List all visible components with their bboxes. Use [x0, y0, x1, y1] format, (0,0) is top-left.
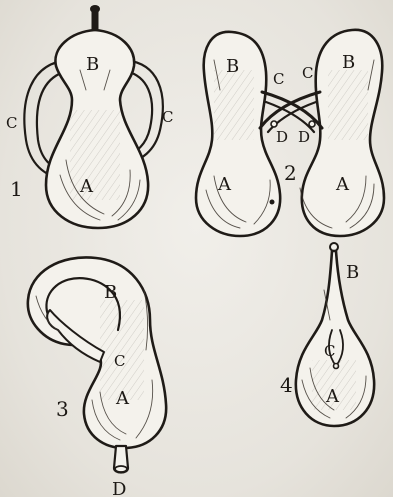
fig2-label-A-left: A	[217, 174, 232, 195]
fig3-label-B: B	[104, 282, 117, 303]
fig1-number: 1	[10, 177, 23, 201]
fig2-label-D-right: D	[298, 128, 310, 146]
fig3-label-D: D	[112, 479, 126, 497]
figure-2: B B C C D D A A 2	[196, 30, 384, 236]
fig1-label-C-left: C	[6, 114, 17, 132]
fig2-label-C-left: C	[273, 70, 284, 88]
figure-1: B A C C 1	[6, 5, 173, 228]
fig2-label-B-left: B	[226, 56, 239, 77]
fig3-label-A: A	[115, 388, 130, 409]
fig4-label-C: C	[324, 342, 335, 360]
fig2-label-D-left: D	[276, 128, 288, 146]
fig1-label-A: A	[79, 176, 94, 197]
fig4-number: 4	[280, 373, 293, 397]
fig3-label-C: C	[114, 352, 125, 370]
fig2-label-B-right: B	[342, 52, 355, 73]
fig2-number: 2	[284, 161, 297, 185]
fig3-number: 3	[56, 397, 69, 421]
figure-4: B C A 4	[280, 243, 374, 426]
fig4-label-B: B	[346, 262, 359, 283]
fig2-label-C-right: C	[302, 64, 313, 82]
fig2-label-A-right: A	[335, 174, 350, 195]
fig1-label-C-right: C	[162, 108, 173, 126]
fig1-label-B: B	[86, 54, 99, 75]
fig4-label-A: A	[325, 386, 340, 407]
figure-3: B C A D 3	[28, 257, 166, 497]
